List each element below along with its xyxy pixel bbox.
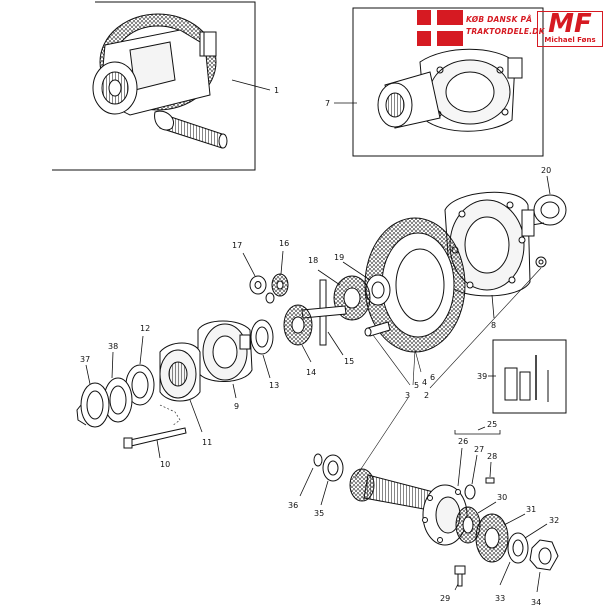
part-27-nut bbox=[464, 484, 476, 500]
part-17-washer bbox=[249, 275, 267, 295]
callout-38: 38 bbox=[108, 342, 118, 351]
callout-12: 12 bbox=[140, 324, 150, 333]
part-9-differential-housing bbox=[197, 320, 253, 382]
callout-6: 6 bbox=[430, 373, 435, 382]
part-34-locknut bbox=[529, 539, 559, 571]
part-28-pin bbox=[485, 477, 495, 484]
part-25-shim-set bbox=[454, 426, 501, 435]
callout-32: 32 bbox=[549, 516, 559, 525]
callout-2: 2 bbox=[424, 391, 429, 400]
part-14-planet-pinion bbox=[283, 304, 313, 346]
callout-13: 13 bbox=[269, 381, 279, 390]
callout-33: 33 bbox=[495, 594, 505, 603]
callout-30: 30 bbox=[497, 493, 507, 502]
crown-wheel bbox=[364, 217, 466, 353]
slogan-line-2: TRAKTORDELE.DK bbox=[466, 27, 545, 36]
callout-26: 26 bbox=[458, 437, 468, 446]
part-37-bearing bbox=[76, 382, 110, 428]
danish-flag-icon bbox=[417, 10, 463, 46]
callout-17: 17 bbox=[232, 241, 242, 250]
callout-19: 19 bbox=[334, 253, 344, 262]
callout-28: 28 bbox=[487, 452, 497, 461]
callout-35: 35 bbox=[314, 509, 324, 518]
mf-logo: MF Michael Føns bbox=[537, 9, 603, 47]
carrier-assembly-drawing bbox=[377, 48, 523, 132]
part-10-bolt bbox=[123, 427, 187, 449]
callout-27: 27 bbox=[474, 445, 484, 454]
part-32-washer bbox=[507, 532, 529, 564]
part-29-bolt bbox=[454, 565, 466, 587]
callout-20: 20 bbox=[541, 166, 551, 175]
callout-14: 14 bbox=[306, 368, 316, 377]
part-31-gear bbox=[475, 513, 509, 563]
part-39-kit-box bbox=[492, 339, 567, 414]
callout-29: 29 bbox=[440, 594, 450, 603]
small-nut bbox=[535, 256, 547, 268]
part-16-pinion-gear bbox=[271, 273, 289, 297]
inset-differential-assembly: 1 bbox=[52, 1, 279, 171]
part-19-thrust-washer bbox=[365, 274, 391, 306]
callout-16: 16 bbox=[279, 239, 289, 248]
part-35-bearing bbox=[322, 454, 344, 482]
small-washer-lower bbox=[265, 292, 275, 304]
callout-4: 4 bbox=[422, 378, 427, 387]
slogan-line-1: KØB DANSK PÅ bbox=[466, 15, 533, 24]
part-36-washer bbox=[313, 453, 323, 467]
callout-34: 34 bbox=[531, 598, 541, 607]
callout-39: 39 bbox=[477, 372, 487, 381]
part-11-differential-carrier bbox=[159, 342, 201, 402]
part-20-bearing bbox=[527, 194, 567, 226]
callout-36: 36 bbox=[288, 501, 298, 510]
callout-15: 15 bbox=[344, 357, 354, 366]
callout-37: 37 bbox=[80, 355, 90, 364]
inset-carrier-assembly: 7 bbox=[325, 7, 544, 157]
callout-3: 3 bbox=[405, 391, 410, 400]
part-13-thrust-washer bbox=[250, 319, 274, 355]
crown-wheel-bolt bbox=[364, 321, 391, 337]
callout-18: 18 bbox=[308, 256, 318, 265]
callout-11: 11 bbox=[202, 438, 212, 447]
callout-9: 9 bbox=[234, 402, 239, 411]
mf-logo-subtext: Michael Føns bbox=[544, 36, 596, 44]
callout-1: 1 bbox=[274, 86, 279, 95]
callout-5: 5 bbox=[414, 381, 419, 390]
callout-8: 8 bbox=[491, 321, 496, 330]
part-12-bearing-race bbox=[125, 364, 155, 406]
part-8-differential-case bbox=[444, 191, 535, 297]
callout-10: 10 bbox=[160, 460, 170, 469]
callout-31: 31 bbox=[526, 505, 536, 514]
callout-7: 7 bbox=[325, 99, 330, 108]
callout-25: 25 bbox=[487, 420, 497, 429]
part-15-cross-shaft bbox=[301, 279, 347, 346]
assembled-differential-drawing bbox=[92, 13, 228, 149]
mf-logo-text: MF bbox=[548, 9, 592, 39]
part-30-gear bbox=[455, 506, 481, 544]
